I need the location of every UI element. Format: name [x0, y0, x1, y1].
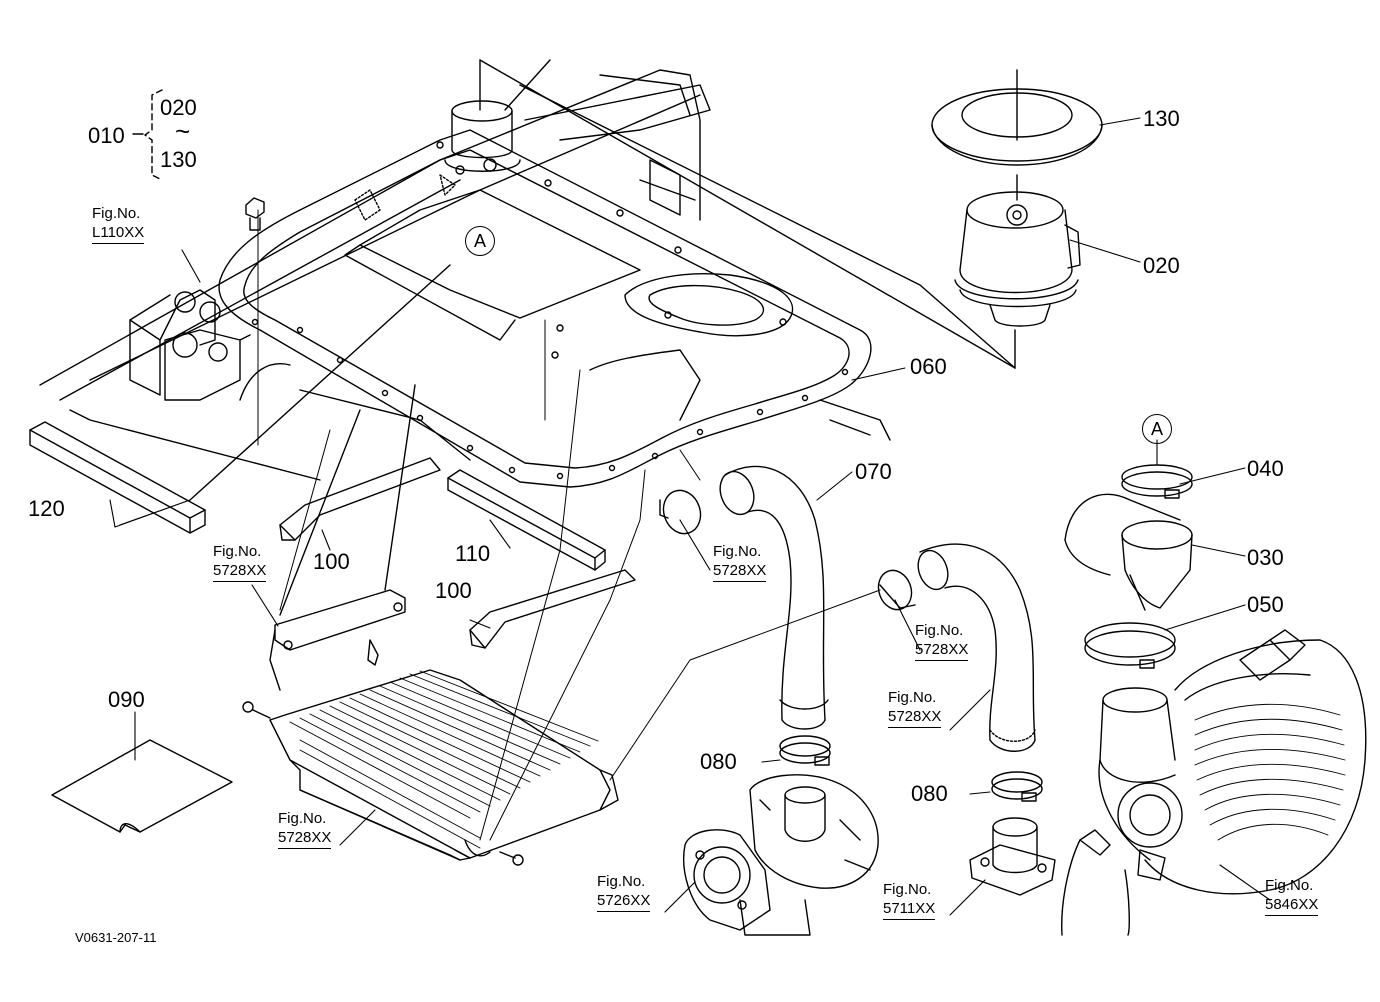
fig-ref-prefix: Fig.No. [1265, 877, 1314, 894]
seal-bar-120 [29, 264, 451, 534]
fig-ref-prefix: Fig.No. [278, 810, 327, 827]
seal-bar-110 [447, 469, 606, 571]
fig-ref-5728xx-bracket: Fig.No. 5728XX [213, 542, 267, 582]
bolt [245, 197, 265, 231]
fig-ref-number: 5728XX [278, 828, 332, 849]
cover-plate-060 [218, 129, 872, 488]
clamp-080-left [779, 735, 831, 766]
fig-ref-l110xx: Fig.No. L110XX [92, 204, 145, 244]
hose-clamp [659, 489, 702, 535]
group-lines [479, 59, 1016, 369]
intake-stack [354, 100, 521, 221]
label-050: 050 [1247, 592, 1284, 617]
fig-ref-prefix: Fig.No. [888, 689, 937, 706]
label-100-lower: 100 [435, 578, 472, 603]
callout-marker-a-cover: A [465, 226, 495, 256]
seal-bar-100-lower [469, 569, 636, 649]
fig-ref-number: 5728XX [915, 640, 969, 661]
fig-ref-number: 5728XX [888, 707, 942, 728]
clamp-080-right [991, 771, 1043, 802]
fig-ref-number: 5728XX [213, 561, 267, 582]
fig-ref-5726xx: Fig.No. 5726XX [597, 872, 651, 912]
label-130-range: 130 [160, 147, 197, 172]
mounting-bracket [129, 289, 251, 401]
air-cleaner-cap-130 [931, 69, 1103, 201]
label-020-range: 020 [160, 95, 197, 120]
fig-ref-5728xx-intercooler: Fig.No. 5728XX [278, 809, 332, 849]
diagram-code: V0631-207-11 [75, 930, 157, 945]
air-cleaner-020 [954, 191, 1081, 327]
label-120: 120 [28, 496, 65, 521]
assembly-lines [257, 209, 881, 841]
label-080-right: 080 [911, 781, 948, 806]
label-060: 060 [910, 354, 947, 379]
turbocharger [683, 774, 879, 936]
label-030: 030 [1247, 545, 1284, 570]
fig-ref-number: L110XX [92, 223, 145, 244]
fig-ref-number: 5726XX [597, 891, 651, 912]
label-080-left: 080 [700, 749, 737, 774]
fig-ref-prefix: Fig.No. [597, 873, 646, 890]
label-110: 110 [455, 541, 491, 566]
clamp-040 [1121, 464, 1193, 499]
label-100-upper: 100 [313, 549, 350, 574]
group-brace [144, 89, 163, 181]
label-090: 090 [108, 687, 145, 712]
flange [969, 817, 1056, 896]
fig-ref-5728xx-hose: Fig.No. 5728XX [713, 542, 767, 582]
fig-ref-prefix: Fig.No. [713, 543, 762, 560]
label-range-sep: ~ [175, 116, 191, 146]
fig-ref-number: 5846XX [1265, 895, 1319, 916]
label-070: 070 [855, 459, 892, 484]
fig-ref-number: 5711XX [883, 899, 936, 920]
connector-030 [1064, 493, 1193, 611]
fig-ref-number: 5728XX [713, 561, 767, 582]
fig-ref-prefix: Fig.No. [915, 622, 964, 639]
fig-ref-5846xx: Fig.No. 5846XX [1265, 876, 1319, 916]
intercooler [242, 669, 619, 866]
fig-ref-prefix: Fig.No. [883, 881, 932, 898]
fig-ref-prefix: Fig.No. [213, 543, 262, 560]
seal-bar-100-upper [279, 457, 441, 541]
callout-marker-a-connector: A [1142, 414, 1172, 444]
fig-ref-5728xx-hose-right: Fig.No. 5728XX [888, 688, 942, 728]
hose-070 [719, 465, 829, 730]
hose-clamp-right [877, 569, 916, 611]
fig-ref-5728xx-clamp: Fig.No. 5728XX [915, 621, 969, 661]
manual-090 [51, 739, 233, 833]
clamp-050 [1084, 622, 1176, 669]
intercooler-bracket [269, 384, 416, 691]
label-leaders [109, 117, 1271, 916]
fig-ref-5711xx: Fig.No. 5711XX [883, 880, 936, 920]
hose-right [917, 543, 1036, 752]
air-cleaner-assembly [1061, 629, 1367, 936]
fig-ref-prefix: Fig.No. [92, 205, 141, 222]
label-020: 020 [1143, 253, 1180, 278]
label-130: 130 [1143, 106, 1180, 131]
label-010: 010 [88, 123, 125, 148]
label-040: 040 [1247, 456, 1284, 481]
